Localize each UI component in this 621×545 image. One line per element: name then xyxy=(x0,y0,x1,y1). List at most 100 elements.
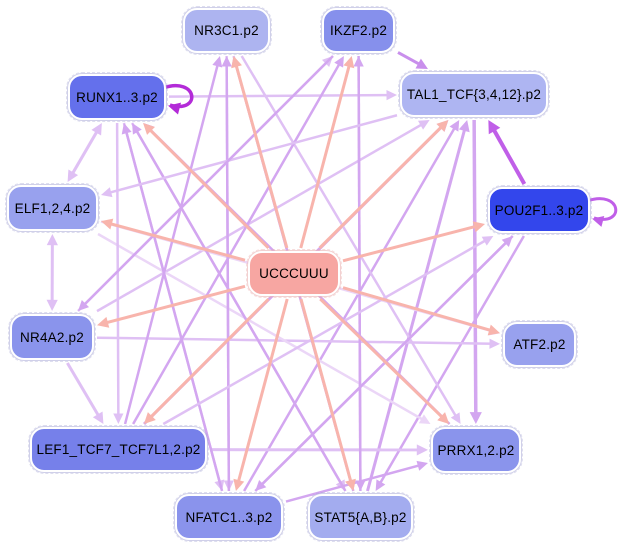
edge-stat5-tal1 xyxy=(458,120,470,133)
edge-ucccuuu-ikzf2 xyxy=(299,62,352,249)
edge-ikzf2-nr4a2 xyxy=(81,55,334,308)
edge-ucccuuu-pou2f xyxy=(342,224,479,263)
edge-nr3c1-prrx xyxy=(450,412,461,424)
edge-elf-prrx xyxy=(418,414,431,424)
edge-runx-lef1 xyxy=(113,413,124,424)
edge-nfatc-nr3c1 xyxy=(221,56,232,67)
node-atf2[interactable]: ATF2.p2 xyxy=(501,320,578,369)
edge-lef1-pou2f xyxy=(162,238,489,426)
node-label: RUNX1..3.p2 xyxy=(76,89,158,105)
edge-ucccuuu-atf2 xyxy=(487,324,500,336)
node-label: NR3C1.p2 xyxy=(194,23,259,38)
node-ucccuuu[interactable]: UCCCUUU xyxy=(246,249,342,298)
edge-stat5-ikzf2 xyxy=(353,56,364,67)
edge-ikzf2-nr4a2 xyxy=(78,299,90,311)
edge-nfatc-tal1 xyxy=(449,120,460,132)
node-nr4a2[interactable]: NR4A2.p2 xyxy=(8,312,96,362)
edge-nr4a2-tal1 xyxy=(96,122,425,313)
edge-nfatc-pou2f xyxy=(254,239,510,492)
edge-ucccuuu-prrx xyxy=(437,412,450,424)
edge-nfatc-tal1 xyxy=(242,124,458,492)
edge-ucccuuu-prrx xyxy=(319,297,446,421)
node-ikzf2[interactable]: IKZF2.p2 xyxy=(320,6,397,55)
edge-lef1-nr3c1 xyxy=(123,61,220,425)
edge-nfatc-pou2f xyxy=(501,236,513,248)
edge-ucccuuu-pou2f xyxy=(472,221,485,233)
edge-ucccuuu-nfatc xyxy=(236,298,289,485)
edge-elf-runx xyxy=(91,123,102,136)
edge-ucccuuu-runx xyxy=(143,123,155,135)
edge-lef1-nr3c1 xyxy=(212,56,223,68)
edge-ucccuuu-nr3c1 xyxy=(233,62,289,249)
edge-ucccuuu-tal1 xyxy=(436,120,449,132)
edge-nr4a2-lef1 xyxy=(92,411,104,424)
node-label: TAL1_TCF{3,4,12}.p2 xyxy=(406,87,542,102)
edge-stat5-runx xyxy=(134,127,347,492)
edge-nfatc-prrx xyxy=(416,460,428,471)
node-prrx[interactable]: PRRX1,2.p2 xyxy=(429,425,523,475)
edge-ucccuuu-atf2 xyxy=(342,286,494,333)
edge-tal1-elf xyxy=(101,187,113,198)
node-label: IKZF2.p2 xyxy=(329,23,388,38)
edge-elf-nr4a2 xyxy=(46,234,58,246)
edge-nr4a2-atf2 xyxy=(96,336,494,346)
edge-elf-nr4a2 xyxy=(46,299,58,311)
node-label: NFATC1..3.p2 xyxy=(185,509,273,525)
edge-nr4a2-atf2 xyxy=(489,338,500,349)
edge-ikzf2-tal1 xyxy=(397,51,423,68)
node-label: POU2F1..3.p2 xyxy=(494,202,584,218)
node-elf[interactable]: ELF1,2,4.p2 xyxy=(5,183,100,233)
edge-lef1-prrx xyxy=(416,444,428,456)
node-label: PRRX1,2.p2 xyxy=(437,442,515,458)
edge-ucccuuu-runx xyxy=(146,126,270,250)
node-runx[interactable]: RUNX1..3.p2 xyxy=(66,72,168,122)
edge-pou2f-pou2f xyxy=(586,197,618,221)
edge-pou2f-tal1 xyxy=(490,125,527,185)
edge-runx-tal1 xyxy=(168,93,391,98)
edge-ucccuuu-elf xyxy=(107,221,246,262)
node-pou2f[interactable]: POU2F1..3.p2 xyxy=(486,185,592,235)
node-nr3c1[interactable]: NR3C1.p2 xyxy=(181,6,272,55)
edge-stat5-ikzf2 xyxy=(357,62,362,492)
edge-lef1-ikzf2 xyxy=(132,60,342,425)
edge-lef1-pou2f xyxy=(481,236,494,246)
edge-pou2f-pou2f xyxy=(592,215,605,227)
edge-ikzf2-tal1 xyxy=(415,58,428,69)
edge-runx-tal1 xyxy=(386,90,397,101)
edge-elf-prrx xyxy=(97,232,426,422)
node-label: STAT5{A,B}.p2 xyxy=(314,509,407,525)
edge-pou2f-tal1 xyxy=(488,120,501,135)
node-label: ELF1,2,4.p2 xyxy=(14,200,91,216)
edge-ucccuuu-nr4a2 xyxy=(103,284,246,325)
node-label: UCCCUUU xyxy=(259,266,329,281)
edge-ucccuuu-elf xyxy=(101,218,114,230)
node-label: LEF1_TCF7_TCF7L1,2.p2 xyxy=(36,442,201,457)
edge-tal1-prrx xyxy=(472,119,478,417)
edge-pou2f-stat5 xyxy=(375,479,386,491)
edge-ucccuuu-ikzf2 xyxy=(343,56,355,69)
edge-stat5-runx xyxy=(132,123,142,135)
node-nfatc[interactable]: NFATC1..3.p2 xyxy=(173,492,285,542)
edge-elf-runx xyxy=(69,128,100,177)
edge-ucccuuu-nr4a2 xyxy=(97,316,110,328)
edge-tal1-elf xyxy=(106,114,398,195)
node-label: NR4A2.p2 xyxy=(20,329,84,345)
edge-nr4a2-tal1 xyxy=(417,120,430,130)
node-lef1[interactable]: LEF1_TCF7_TCF7L1,2.p2 xyxy=(28,425,209,474)
edge-ucccuuu-lef1 xyxy=(143,412,156,424)
edge-nr4a2-lef1 xyxy=(66,362,102,419)
node-label: ATF2.p2 xyxy=(513,337,566,352)
node-stat5[interactable]: STAT5{A,B}.p2 xyxy=(306,492,415,542)
edge-pou2f-stat5 xyxy=(377,235,525,487)
edge-ucccuuu-nr3c1 xyxy=(231,56,242,69)
edge-ucccuuu-nfatc xyxy=(233,478,245,491)
edge-ucccuuu-stat5 xyxy=(299,298,354,485)
edge-ucccuuu-tal1 xyxy=(318,123,445,250)
edge-nfatc-runx xyxy=(121,123,132,135)
edge-nfatc-runx xyxy=(124,128,224,492)
node-tal1[interactable]: TAL1_TCF{3,4,12}.p2 xyxy=(398,70,550,119)
edge-elf-runx xyxy=(67,169,79,182)
edge-tal1-prrx xyxy=(469,412,482,424)
edge-lef1-ikzf2 xyxy=(334,56,344,68)
